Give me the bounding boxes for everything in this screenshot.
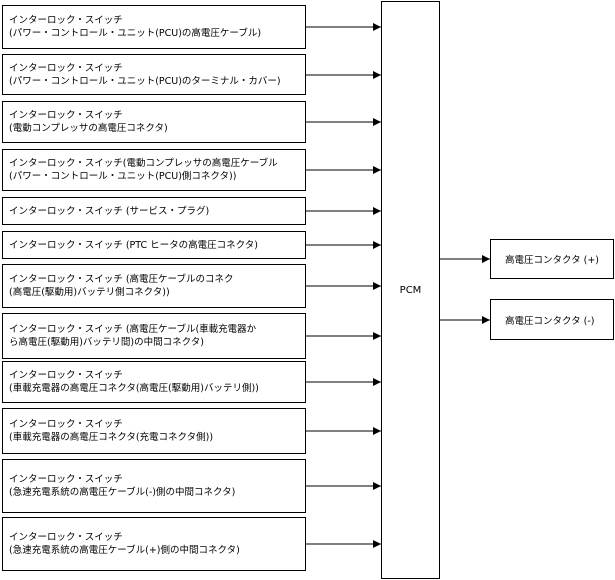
interlock-switch-label-line: インターロック・スイッチ <box>9 419 123 430</box>
interlock-switch-label-line: (急速充電系統の高電圧ケーブル(+)側の中間コネクタ) <box>9 545 240 556</box>
interlock-switch-label-line: インターロック・スイッチ (PTC ヒータの高電圧コネクタ) <box>9 239 258 251</box>
interlock-switch-label-line: (パワー・コントロール・ユニット(PCU)側コネクタ)) <box>9 171 237 182</box>
contactor-label: 高電圧コンタクタ (-) <box>505 315 595 327</box>
interlock-switch-box: インターロック・スイッチ (急速充電系統の高電圧ケーブル(-)側の中間コネクタ) <box>2 459 306 513</box>
interlock-switch-label-line: インターロック・スイッチ <box>9 15 123 26</box>
interlock-switch-label-line: (急速充電系統の高電圧ケーブル(-)側の中間コネクタ) <box>9 487 236 498</box>
interlock-switch-label-line: (電動コンプレッサの高電圧コネクタ) <box>9 123 168 134</box>
interlock-switch-label-line: インターロック・スイッチ (高電圧ケーブルのコネク <box>9 274 234 285</box>
interlock-switch-label-line: (パワー・コントロール・ユニット(PCU)のターミナル・カバー) <box>9 75 281 87</box>
contactor-box: 高電圧コンタクタ (+) <box>490 239 614 279</box>
interlock-switch-box: インターロック・スイッチ (高電圧ケーブルのコネク (高電圧(駆動用)バッテリ側コ… <box>2 264 306 308</box>
interlock-switch-box: インターロック・スイッチ(パワー・コントロール・ユニット(PCU)のターミナル・… <box>2 54 306 95</box>
interlock-switch-box: インターロック・スイッチ (車載充電器の高電圧コネクタ(充電コネクタ側)) <box>2 408 306 454</box>
interlock-switch-label-line: (車載充電器の高電圧コネクタ(充電コネクタ側)) <box>9 432 214 443</box>
interlock-switch-box: インターロック・スイッチ (車載充電器の高電圧コネクタ(高電圧(駆動用)バッテリ側… <box>2 361 306 403</box>
interlock-switch-label-line: (パワー・コントロール・ユニット(PCU)の高電圧ケーブル) <box>9 28 262 39</box>
interlock-switch-box: インターロック・スイッチ (急速充電系統の高電圧ケーブル(+)側の中間コネクタ) <box>2 517 306 571</box>
pcm-label: PCM <box>399 284 422 296</box>
interlock-switch-label-line: インターロック・スイッチ (高電圧ケーブル(車載充電器か <box>9 324 257 335</box>
interlock-switch-label-line: インターロック・スイッチ (サービス・プラグ) <box>9 205 210 217</box>
interlock-switch-label-line: インターロック・スイッチ <box>9 474 123 485</box>
interlock-switch-box: インターロック・スイッチ(電動コンプレッサの高電圧ケーブル (パワー・コントロール… <box>2 149 306 191</box>
interlock-switch-label-line: (高電圧(駆動用)バッテリ側コネクタ)) <box>9 287 170 298</box>
interlock-switch-box: インターロック・スイッチ (サービス・プラグ) <box>2 197 306 225</box>
interlock-switch-label-line: インターロック・スイッチ <box>9 532 123 543</box>
interlock-switch-label-line: (車載充電器の高電圧コネクタ(高電圧(駆動用)バッテリ側)) <box>9 383 259 394</box>
contactor-box: 高電圧コンタクタ (-) <box>490 299 614 340</box>
interlock-switch-label-line: インターロック・スイッチ <box>9 62 123 74</box>
interlock-switch-box: インターロック・スイッチ (高電圧ケーブル(車載充電器から高電圧(駆動用)バッテ… <box>2 313 306 359</box>
interlock-switch-label-line: インターロック・スイッチ <box>9 370 123 381</box>
interlock-switch-label-line: インターロック・スイッチ(電動コンプレッサの高電圧ケーブル <box>9 158 278 169</box>
contactor-label: 高電圧コンタクタ (+) <box>505 255 600 266</box>
interlock-switch-label-line: インターロック・スイッチ <box>9 110 123 121</box>
interlock-switch-label-line: ら高電圧(駆動用)バッテリ間)の中間コネクタ) <box>9 337 204 348</box>
interlock-switch-box: インターロック・スイッチ (パワー・コントロール・ユニット(PCU)の高電圧ケーブ… <box>2 5 306 49</box>
interlock-switch-box: インターロック・スイッチ (PTC ヒータの高電圧コネクタ) <box>2 231 306 259</box>
interlock-switch-box: インターロック・スイッチ (電動コンプレッサの高電圧コネクタ) <box>2 101 306 143</box>
pcm-box: PCM <box>381 1 440 579</box>
